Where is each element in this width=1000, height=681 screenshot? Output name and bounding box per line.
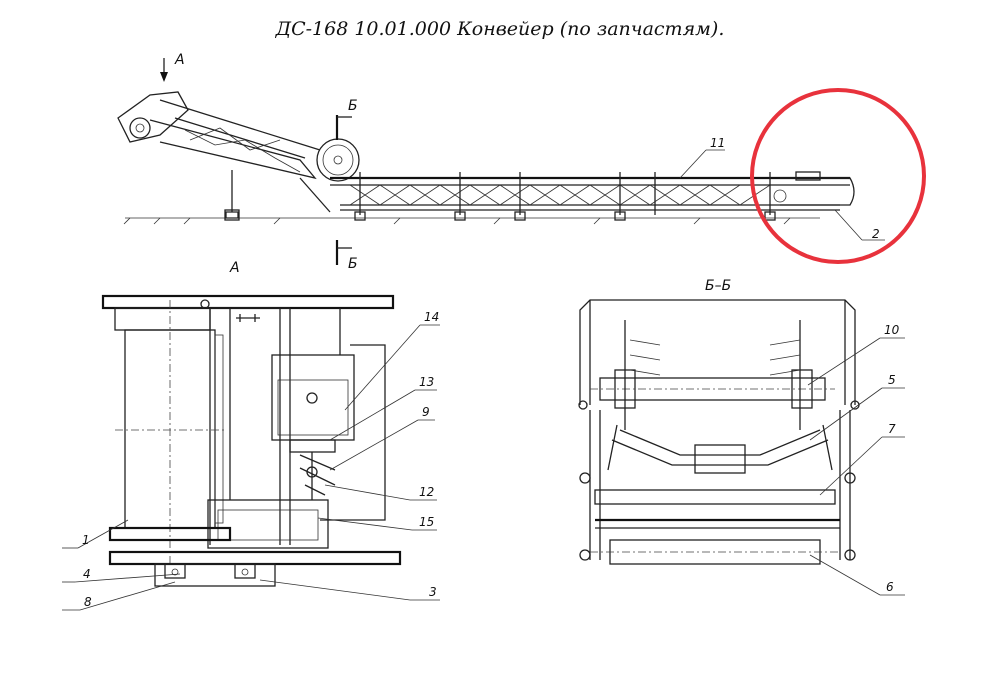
callout-11: 11 xyxy=(679,136,725,179)
svg-text:15: 15 xyxy=(419,515,434,529)
svg-text:9: 9 xyxy=(422,405,430,419)
svg-text:3: 3 xyxy=(429,585,437,599)
svg-text:6: 6 xyxy=(886,580,894,594)
callout-3: 3 xyxy=(259,579,440,601)
view-arrow-a-label: А xyxy=(174,52,185,68)
view-a-label: А xyxy=(229,260,240,276)
svg-text:5: 5 xyxy=(888,373,896,387)
callout-9: 9 xyxy=(329,405,435,471)
svg-text:8: 8 xyxy=(84,595,92,609)
section-mark-bottom-label: Б xyxy=(348,256,358,272)
section-mark-top-label: Б xyxy=(348,98,358,114)
section-mark-b: Б Б xyxy=(335,98,358,272)
svg-text:10: 10 xyxy=(884,323,900,337)
view-a-drawing xyxy=(101,294,402,587)
conveyor-side-view xyxy=(117,91,855,225)
view-bb-label: Б–Б xyxy=(705,278,731,294)
callout-10: 10 xyxy=(807,323,905,386)
highlight-circle xyxy=(750,88,926,264)
callout-15: 15 xyxy=(317,515,437,531)
drawing-title: ДС-168 10.01.000 Конвейер (по запчастям)… xyxy=(275,18,725,40)
callout-8: 8 xyxy=(62,581,176,611)
callout-5: 5 xyxy=(809,373,905,441)
callout-2: 2 xyxy=(834,209,885,241)
view-arrow-a: А xyxy=(160,52,185,82)
callout-13: 13 xyxy=(329,375,437,441)
callout-4: 4 xyxy=(62,567,181,583)
svg-text:4: 4 xyxy=(83,567,91,581)
callout-6: 6 xyxy=(809,554,905,596)
svg-text:14: 14 xyxy=(424,310,439,324)
svg-text:13: 13 xyxy=(419,375,434,389)
callout-12: 12 xyxy=(324,484,437,501)
svg-text:11: 11 xyxy=(710,136,725,150)
view-bb-drawing xyxy=(578,299,860,565)
callout-1: 1 xyxy=(62,519,129,549)
svg-text:1: 1 xyxy=(82,533,90,547)
callout-14: 14 xyxy=(344,310,440,411)
svg-text:2: 2 xyxy=(872,227,880,241)
svg-text:12: 12 xyxy=(419,485,434,499)
callout-7: 7 xyxy=(819,422,905,496)
svg-text:7: 7 xyxy=(888,422,896,436)
